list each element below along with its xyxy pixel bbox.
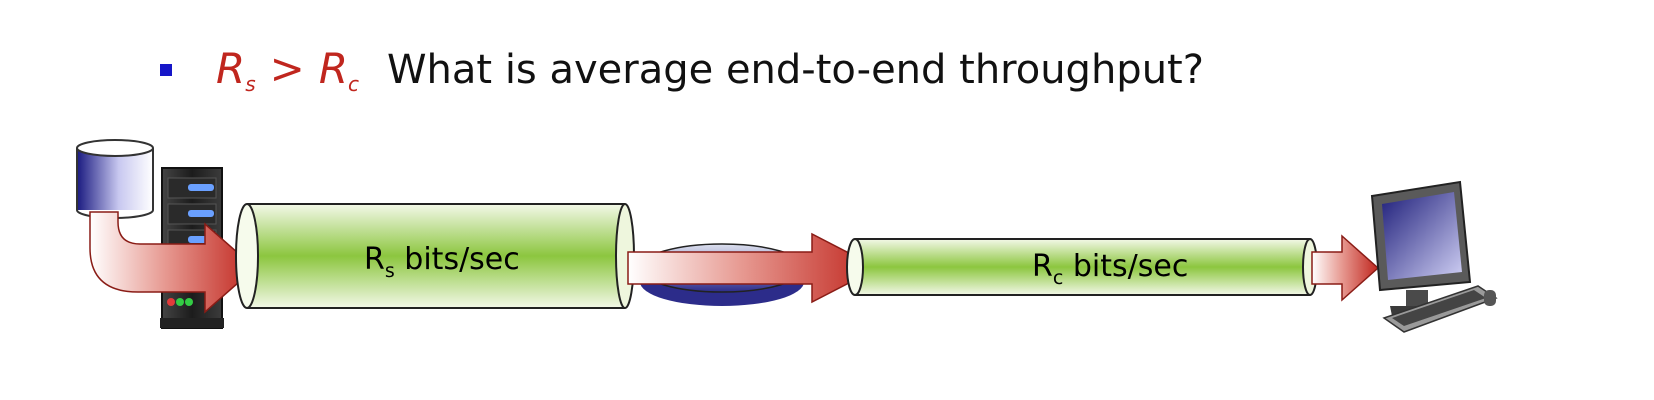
- headline: Rs > Rc What is average end-to-end through…: [160, 40, 1204, 100]
- throughput-condition: Rs > Rc: [216, 44, 359, 96]
- formula-operator: >: [269, 44, 305, 93]
- server-link-rate-var: R: [364, 242, 385, 277]
- formula-left-var: R: [216, 44, 246, 93]
- formula-right-sub: c: [348, 72, 359, 96]
- question-text: What is average end-to-end throughput?: [387, 47, 1204, 93]
- middle-arrow: [627, 232, 880, 304]
- formula-right-var: R: [318, 44, 348, 93]
- server-link-rate: Rs bits/sec: [364, 242, 520, 282]
- destination-arrow: [1311, 234, 1380, 302]
- source-arrow: [89, 211, 257, 314]
- bullet-icon: [160, 64, 172, 76]
- client-link-rate-var: R: [1032, 249, 1053, 284]
- formula-left-sub: s: [245, 72, 256, 96]
- client-link-rate-sub: c: [1053, 267, 1063, 289]
- server-link-rate-unit: bits/sec: [395, 242, 520, 277]
- client-link-rate: Rc bits/sec: [1032, 249, 1188, 289]
- client-link-rate-unit: bits/sec: [1063, 249, 1188, 284]
- server-link-pipe: [235, 203, 635, 309]
- client-link-pipe: [846, 238, 1318, 296]
- computer-icon: [1370, 180, 1498, 333]
- database-icon: [76, 139, 154, 219]
- server-link-rate-sub: s: [385, 260, 395, 282]
